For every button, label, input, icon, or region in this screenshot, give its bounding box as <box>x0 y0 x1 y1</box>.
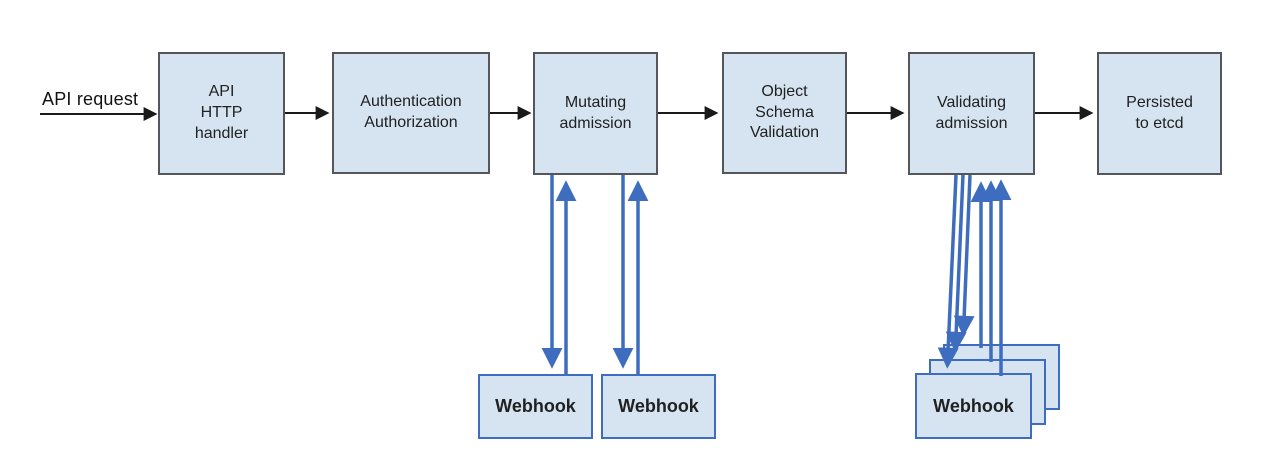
validating-webhook-down-arrow <box>945 174 967 353</box>
api-request-label: API request <box>42 89 139 109</box>
node-mutating-admission: Mutating admission <box>533 52 658 175</box>
node-persisted-to-etcd: Persisted to etcd <box>1097 52 1222 175</box>
mutating-webhook-box: Webhook <box>601 374 716 439</box>
validating-webhook-down-arrow <box>937 174 959 369</box>
validating-webhook-box-front: Webhook <box>915 373 1032 439</box>
validating-webhook-down-arrow <box>953 174 975 337</box>
node-validating-admission: Validating admission <box>908 52 1035 175</box>
node-api-http-handler: API HTTP handler <box>158 52 285 175</box>
node-object-schema-validation: Object Schema Validation <box>722 52 847 174</box>
node-authentication-authorization: Authentication Authorization <box>332 52 490 174</box>
mutating-webhook-box: Webhook <box>478 374 593 439</box>
